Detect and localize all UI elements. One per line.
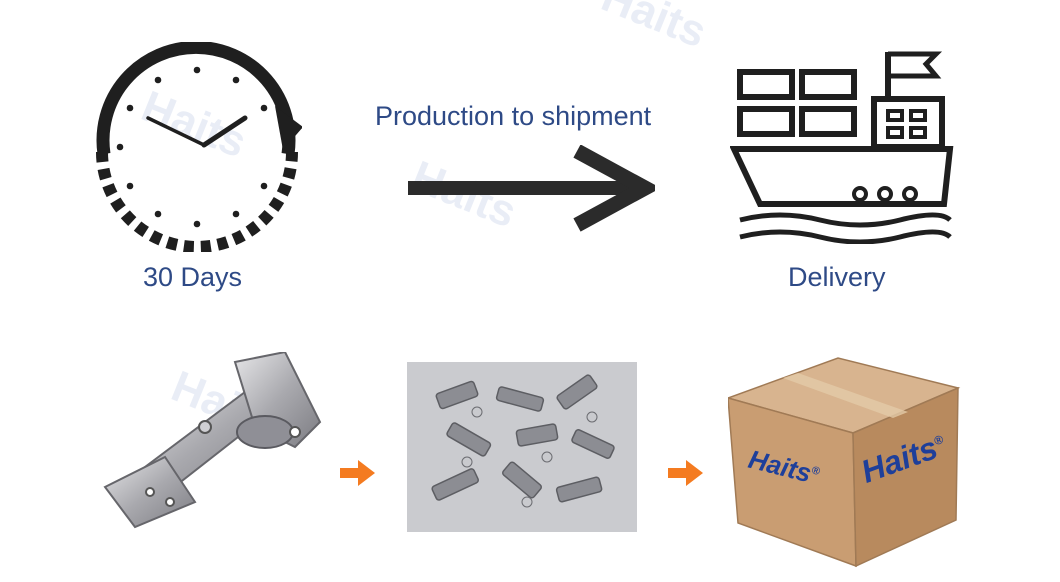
shipping-box-image [728,357,961,568]
arrow-right-icon [408,145,655,232]
arrow-right-icon [340,460,375,486]
arrow-caption: Production to shipment [375,101,652,131]
cabinet-hinge-image [103,352,322,529]
watermark: Haits [594,0,714,58]
arrow-right-icon [668,460,703,486]
clock-icon [96,42,302,252]
lead-time-label: 30 Days [143,262,243,292]
bulk-hinges-bag-image [407,362,637,532]
delivery-label: Delivery [788,262,886,292]
ship-icon [730,51,954,244]
